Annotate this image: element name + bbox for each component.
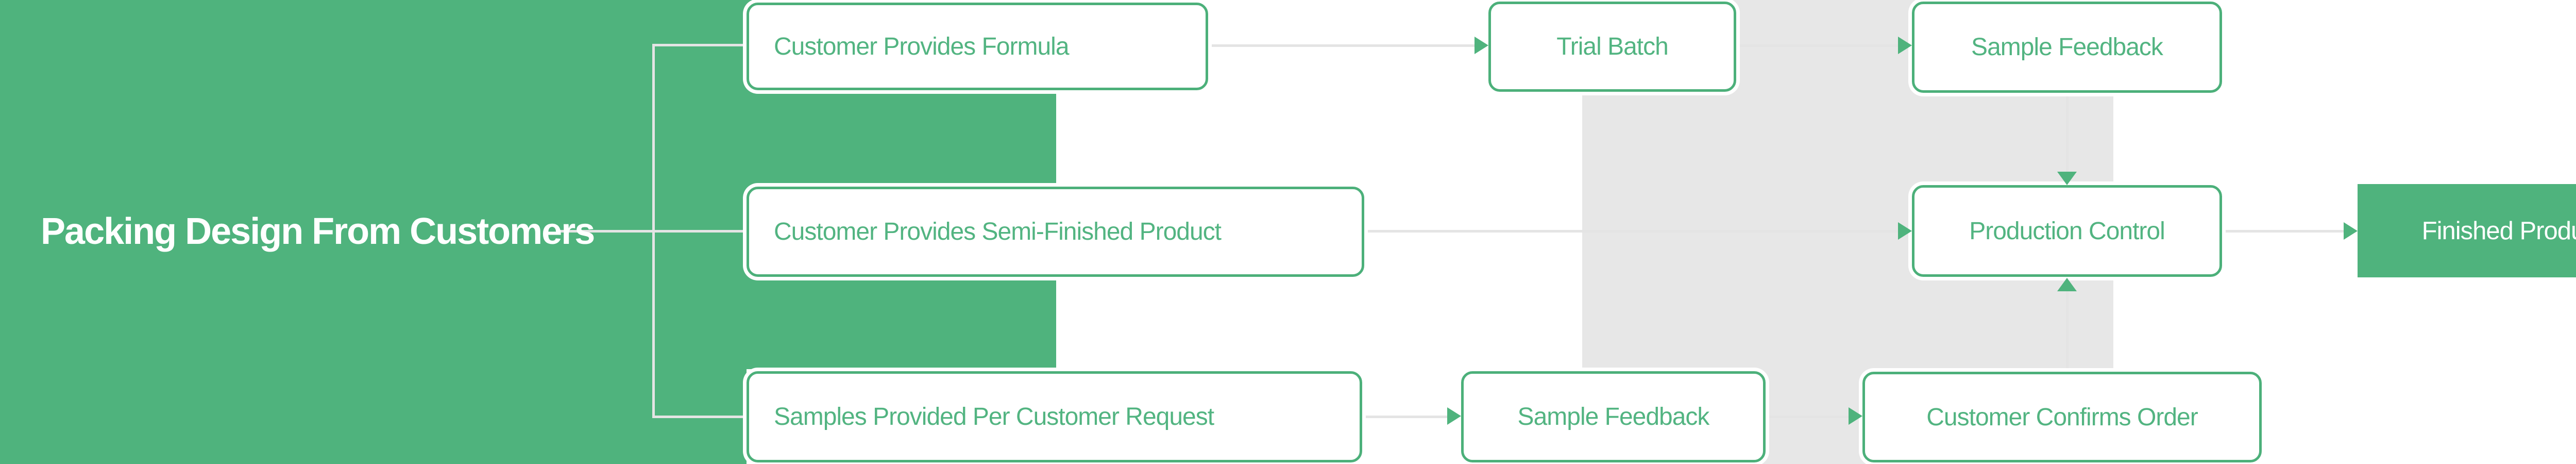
- arrowhead-right-icon: [1898, 37, 1912, 54]
- connector-trialbatch-feedback: [1736, 44, 1899, 47]
- node-customer-provides-semi-finished-product: Customer Provides Semi-Finished Product: [747, 187, 1364, 277]
- connector-production-finished: [2222, 230, 2348, 233]
- arrowhead-right-icon: [1447, 407, 1461, 425]
- node-label: Customer Confirms Order: [1926, 403, 2198, 431]
- bracket-stub-row1: [652, 44, 747, 46]
- arrowhead-right-icon: [2344, 222, 2358, 240]
- node-finished-product: Finished Product: [2358, 184, 2576, 277]
- node-production-control: Production Control: [1912, 185, 2222, 277]
- node-label: Sample Feedback: [1517, 403, 1710, 430]
- node-sample-feedback-top: Sample Feedback: [1912, 2, 2222, 93]
- arrowhead-down-icon: [2057, 172, 2077, 185]
- arrowhead-right-icon: [1475, 37, 1488, 54]
- node-label: Sample Feedback: [1971, 34, 2163, 61]
- node-sample-feedback-bottom: Sample Feedback: [1461, 371, 1766, 462]
- node-label: Finished Product: [2421, 217, 2576, 245]
- connector-confirm-production-vertical: [2066, 290, 2069, 371]
- bracket-vertical-line: [652, 44, 655, 418]
- connector-semifinished-production: [1364, 230, 1900, 233]
- connector-samples-feedback: [1362, 416, 1450, 418]
- node-label: Trial Batch: [1556, 33, 1669, 60]
- arrowhead-up-icon: [2057, 278, 2077, 291]
- node-label: Production Control: [1969, 217, 2165, 245]
- node-label: Customer Provides Formula: [774, 32, 1070, 60]
- node-label: Samples Provided Per Customer Request: [774, 403, 1214, 430]
- node-customer-provides-formula: Customer Provides Formula: [747, 3, 1208, 90]
- node-trial-batch: Trial Batch: [1488, 2, 1736, 92]
- arrowhead-right-icon: [1849, 407, 1862, 425]
- connector-formula-trialbatch: [1208, 44, 1479, 47]
- node-customer-confirms-order: Customer Confirms Order: [1862, 372, 2262, 462]
- node-samples-provided-per-customer-request: Samples Provided Per Customer Request: [747, 371, 1362, 462]
- bracket-stub-row3: [652, 416, 747, 418]
- node-label: Customer Provides Semi-Finished Product: [774, 218, 1222, 245]
- page-title: Packing Design From Customers: [41, 211, 595, 252]
- arrowhead-right-icon: [1898, 222, 1912, 240]
- connector-feedbacktop-production-vertical: [2066, 93, 2069, 173]
- connector-title-to-bracket: [557, 230, 747, 233]
- left-green-panel-lower: [0, 369, 747, 464]
- connector-feedback-confirm: [1766, 416, 1851, 418]
